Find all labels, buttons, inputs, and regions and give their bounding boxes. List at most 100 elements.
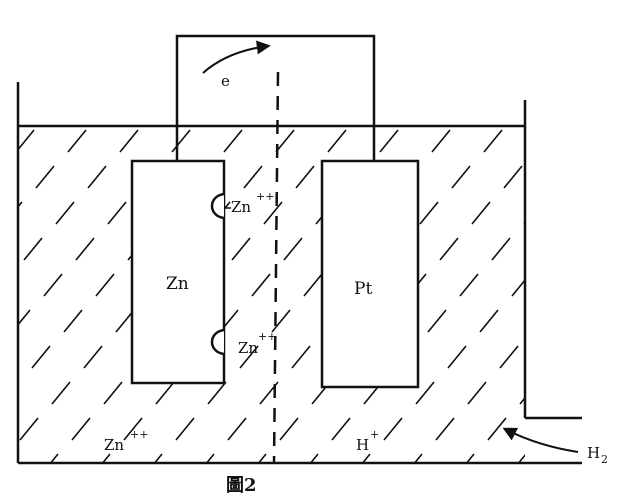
hatch-stroke <box>63 309 83 333</box>
hatch-stroke <box>107 201 127 225</box>
zinc-ion-solution-charge: ++ <box>130 428 148 441</box>
hatch-stroke <box>258 453 267 462</box>
hatch-stroke <box>608 166 624 188</box>
hatch-stroke <box>447 345 467 369</box>
hatch-stroke <box>487 417 507 441</box>
zinc-pit-lower <box>210 328 225 356</box>
hydrogen-gas-subscript: 2 <box>601 453 608 466</box>
hydrogen-ion-charge: + <box>370 428 379 441</box>
hatch-stroke <box>439 237 459 261</box>
hatch-stroke <box>171 129 191 153</box>
hatch-stroke <box>175 417 195 441</box>
hatch-stroke <box>431 129 451 153</box>
hatch-stroke <box>243 165 263 189</box>
hatch-stroke <box>123 417 143 441</box>
hatch-stroke <box>43 273 63 297</box>
hatch-stroke <box>604 346 622 368</box>
zinc-ion-upper-charge: ++ <box>256 190 274 203</box>
hatch-stroke <box>19 417 39 441</box>
hatch-stroke <box>263 201 283 225</box>
hatch-stroke <box>588 130 606 152</box>
hatch-stroke <box>303 273 323 297</box>
external-wire <box>175 34 376 161</box>
hatch-stroke <box>612 454 624 476</box>
hydrogen-gas-label: H <box>587 444 600 462</box>
hatch-stroke <box>155 381 175 405</box>
hatch-stroke <box>207 381 227 405</box>
hatch-stroke <box>227 417 247 441</box>
hatch-stroke <box>75 237 95 261</box>
hatch-stroke <box>596 238 614 260</box>
hatch-stroke <box>95 273 115 297</box>
hatch-stroke <box>383 417 403 441</box>
figure-caption: 圖2 <box>226 475 257 496</box>
hatch-stroke <box>291 345 311 369</box>
hatch-stroke <box>499 345 519 369</box>
hatch-stroke <box>592 418 610 440</box>
hatch-stroke <box>572 382 590 404</box>
hatch-stroke <box>451 165 471 189</box>
hatch-stroke <box>35 165 55 189</box>
hatch-stroke <box>23 237 43 261</box>
hatch-stroke <box>362 453 371 462</box>
hatch-stroke <box>523 221 525 225</box>
hatch-stroke <box>31 345 51 369</box>
hatch-stroke <box>83 345 103 369</box>
hatch-stroke <box>0 454 6 476</box>
porous-divider <box>272 71 280 464</box>
hatch-stroke <box>511 278 525 297</box>
hatch-stroke <box>327 129 347 153</box>
hatch-stroke <box>19 309 31 325</box>
hatch-stroke <box>471 201 491 225</box>
hatch-stroke <box>576 202 594 224</box>
hatch-stroke <box>503 165 523 189</box>
hatch-stroke <box>271 309 291 333</box>
hatch-stroke <box>239 345 259 369</box>
hatch-stroke <box>51 381 71 405</box>
hatch-stroke <box>459 273 479 297</box>
zinc-electrode <box>130 159 226 385</box>
hatch-stroke <box>283 237 303 261</box>
hatch-stroke <box>479 309 499 333</box>
zinc-pit-upper <box>210 192 225 220</box>
hatch-stroke <box>491 237 511 261</box>
electrolyte-hatching <box>0 129 624 476</box>
hatch-stroke <box>103 381 123 405</box>
hatch-stroke <box>231 237 251 261</box>
hatch-stroke <box>206 453 215 462</box>
hatch-stroke <box>87 165 107 189</box>
hatch-stroke <box>540 418 558 440</box>
hatch-stroke <box>532 310 550 332</box>
hatch-stroke <box>564 274 582 296</box>
hatch-stroke <box>414 453 423 462</box>
hatch-stroke <box>536 130 554 152</box>
hatch-stroke <box>0 382 18 404</box>
hatch-stroke <box>279 417 299 441</box>
hatch-stroke <box>295 165 315 189</box>
hatch-stroke <box>552 346 570 368</box>
platinum-electrode <box>320 159 420 389</box>
hatch-stroke <box>331 417 351 441</box>
hatch-stroke <box>427 309 447 333</box>
hatch-stroke <box>616 274 624 296</box>
hatch-stroke <box>584 310 602 332</box>
zinc-ion-lower-label: Zn <box>238 339 258 357</box>
hatch-stroke <box>19 129 35 150</box>
zinc-ion-upper-label: Zn <box>231 198 251 216</box>
zinc-ion-lower-charge: ++ <box>258 330 276 343</box>
hatch-stroke <box>50 453 59 462</box>
hatch-stroke <box>435 417 455 441</box>
hatch-stroke <box>518 453 525 462</box>
hatch-stroke <box>102 453 111 462</box>
hatch-stroke <box>467 381 487 405</box>
hatch-stroke <box>71 417 91 441</box>
hatch-stroke <box>119 129 139 153</box>
hatch-stroke <box>466 453 475 462</box>
hatch-stroke <box>379 129 399 153</box>
hatch-stroke <box>67 129 87 153</box>
hatch-stroke <box>251 273 271 297</box>
electron-label: e <box>221 72 230 90</box>
hatch-stroke <box>55 201 75 225</box>
platinum-electrode-label: Pt <box>354 279 372 299</box>
